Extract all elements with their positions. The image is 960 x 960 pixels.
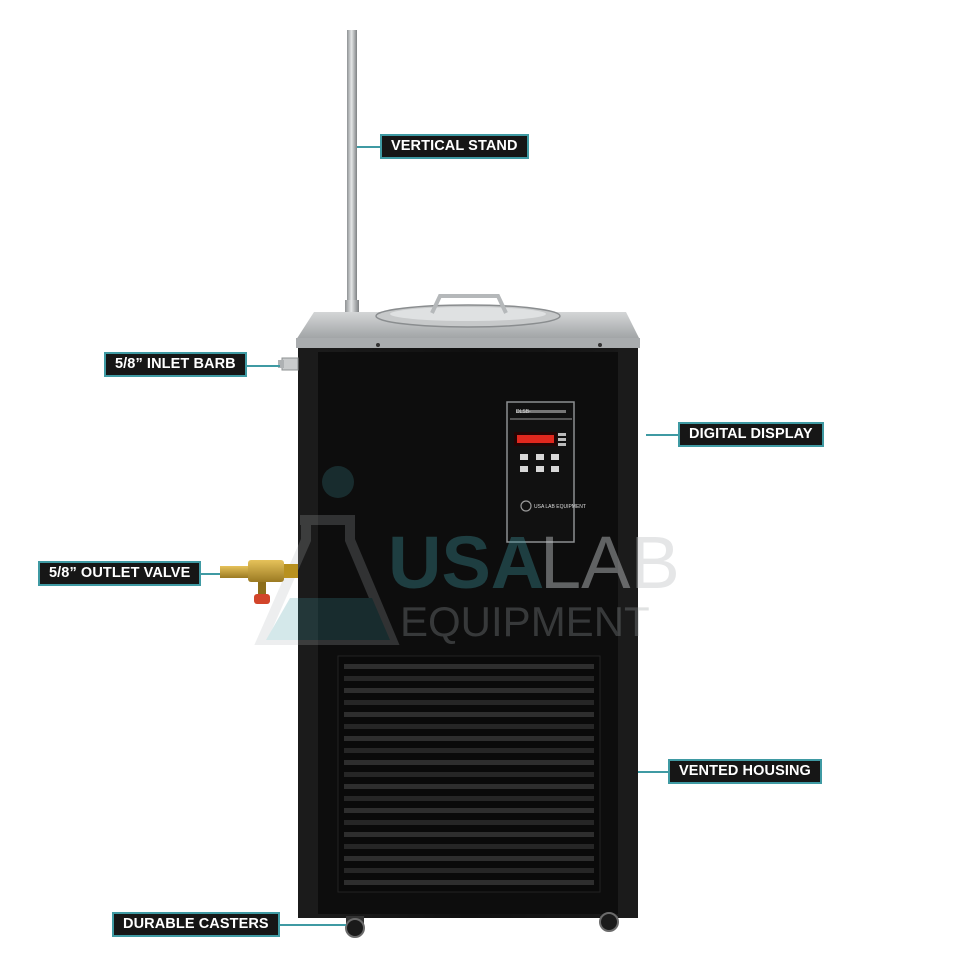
- vent-slat: [344, 736, 594, 741]
- vent-slat: [344, 844, 594, 849]
- vent-slat: [344, 688, 594, 693]
- vent-slat: [344, 784, 594, 789]
- outlet-valve: [220, 560, 298, 604]
- callout-vertical-stand: VERTICAL STAND: [380, 134, 529, 159]
- watermark-lab: LAB: [540, 521, 680, 604]
- vent-slat: [344, 664, 594, 669]
- vent-slat: [344, 880, 594, 885]
- callout-outlet-valve: 5/8” OUTLET VALVE: [38, 561, 202, 586]
- vent-slat: [344, 700, 594, 705]
- vent-slat: [344, 748, 594, 753]
- panel-model-text: DLSB-: [516, 409, 531, 415]
- vent-slat: [344, 712, 594, 717]
- callout-durable-casters: DURABLE CASTERS: [112, 912, 280, 937]
- usa-lab-watermark: [254, 466, 400, 645]
- leader-vented-housing: [638, 771, 670, 773]
- vent-slat: [344, 832, 594, 837]
- leader-inlet-barb: [240, 365, 280, 367]
- panel-brand-text: USA LAB EQUIPMENT: [534, 504, 586, 510]
- leader-durable-casters: [262, 924, 346, 926]
- leader-vertical-stand: [357, 146, 381, 148]
- vent-slat: [344, 856, 594, 861]
- caster-right: [599, 912, 619, 932]
- caster-left: [345, 916, 365, 938]
- vent-slat: [344, 796, 594, 801]
- control-panel: [506, 401, 575, 543]
- vent-grille: [337, 655, 601, 893]
- callout-inlet-barb: 5/8” INLET BARB: [104, 352, 247, 377]
- leader-outlet-valve: [194, 573, 220, 575]
- vent-slat: [344, 868, 594, 873]
- vent-slat: [344, 676, 594, 681]
- leader-digital-display: [646, 434, 680, 436]
- callout-vented-housing: VENTED HOUSING: [668, 759, 822, 784]
- vent-slat: [344, 724, 594, 729]
- vent-slat: [344, 760, 594, 765]
- inlet-barb: [278, 357, 299, 371]
- reservoir-lid: [375, 294, 561, 328]
- vertical-stand-rod: [345, 30, 359, 334]
- vent-slat: [344, 808, 594, 813]
- watermark-usa: USA: [388, 521, 544, 604]
- vent-slat: [344, 772, 594, 777]
- callout-digital-display: DIGITAL DISPLAY: [678, 422, 824, 447]
- vent-slat: [344, 820, 594, 825]
- watermark-equipment: EQUIPMENT: [400, 598, 650, 645]
